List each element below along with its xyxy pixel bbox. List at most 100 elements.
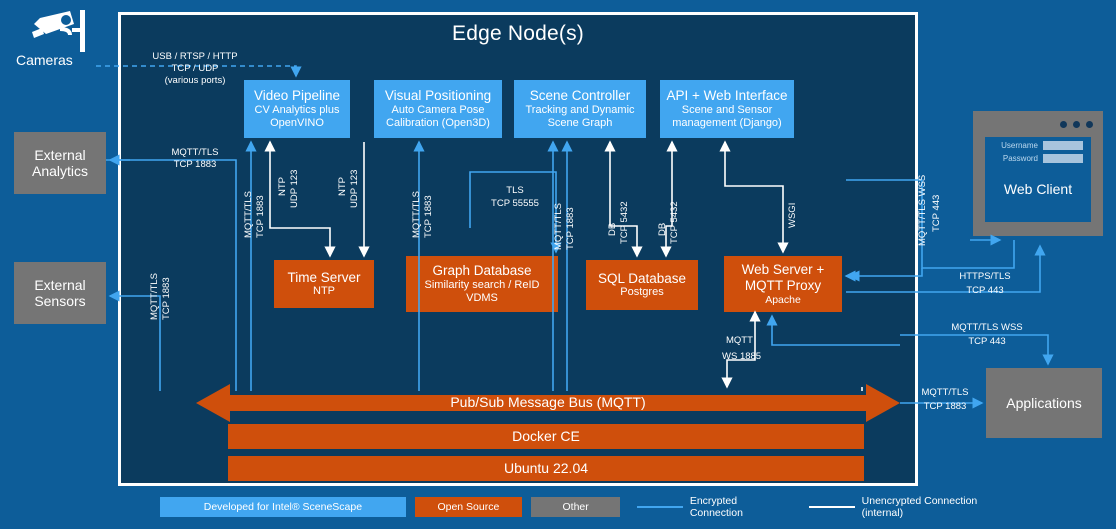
label-apps-wss-2: TCP 443: [968, 336, 1006, 347]
label-api-db-2: TCP 5432: [669, 201, 680, 244]
web-server-sub1: Apache: [765, 293, 801, 306]
label-apps-wss-1: MQTT/TLS WSS: [951, 322, 1023, 333]
service-sql-database[interactable]: SQL Database Postgres: [586, 260, 698, 310]
service-web-server-mqtt-proxy[interactable]: Web Server + MQTT Proxy Apache: [724, 256, 842, 312]
edge-node-title: Edge Node(s): [452, 22, 584, 45]
label-ext-sensors-2: TCP 1883: [161, 277, 172, 320]
time-server-sub1: NTP: [313, 285, 335, 298]
label-apps-mqtt-2: TCP 1883: [923, 401, 967, 412]
scene-controller-title: Scene Controller: [529, 88, 631, 104]
graph-database-sub2: VDMS: [466, 291, 498, 304]
legend-scenescape-chip: Developed for Intel® SceneScape: [160, 497, 406, 517]
label-vps-mqtt-2: TCP 1883: [423, 195, 434, 238]
label-cameras-ingest-1: USB / RTSP / HTTP: [152, 51, 238, 62]
video-pipeline-sub2: OpenVINO: [270, 116, 324, 129]
os-layer: Ubuntu 22.04: [228, 456, 864, 481]
service-scene-controller[interactable]: Scene Controller Tracking and Dynamic Sc…: [514, 80, 646, 138]
external-analytics-line2: Analytics: [31, 163, 89, 179]
window-dots-icon: [1060, 121, 1093, 128]
scene-controller-sub2: Scene Graph: [547, 116, 613, 129]
password-input[interactable]: [1043, 154, 1083, 163]
external-analytics[interactable]: External Analytics: [14, 132, 106, 194]
label-scene-db-1: DB: [607, 222, 618, 236]
service-visual-positioning[interactable]: Visual Positioning Auto Camera Pose Cali…: [374, 80, 502, 138]
service-api-web-interface[interactable]: API + Web Interface Scene and Sensor man…: [660, 80, 794, 138]
api-web-interface-sub1: Scene and Sensor: [681, 104, 773, 117]
message-bus-label: Pub/Sub Message Bus (MQTT): [450, 394, 646, 410]
legend-unencrypted: Unencrypted Connection (internal): [809, 495, 1020, 519]
web-client-label: Web Client: [1003, 181, 1073, 197]
legend-encrypted-label: Encrypted Connection: [689, 495, 743, 519]
visual-positioning-title: Visual Positioning: [384, 88, 492, 104]
visual-positioning-sub2: Calibration (Open3D): [386, 116, 490, 129]
web-server-title1: Web Server +: [741, 262, 825, 278]
label-video-mqtt-1: MQTT/TLS: [243, 191, 254, 238]
label-webclient-wss-2: TCP 443: [931, 194, 942, 232]
label-webserver-mqtt-2: WS 1885: [722, 351, 762, 362]
label-cameras-ingest-2: TCP / UDP: [171, 63, 219, 74]
password-row: Password: [991, 154, 1083, 163]
password-label: Password: [1002, 154, 1038, 163]
service-time-server[interactable]: Time Server NTP: [274, 260, 374, 308]
applications-label: Applications: [1006, 394, 1082, 411]
label-vps-ntp-1: NTP: [337, 177, 348, 196]
api-web-interface-title: API + Web Interface: [666, 88, 788, 104]
label-video-ntp-2: UDP 123: [289, 169, 300, 208]
label-graph-tls-2: TCP 55555: [491, 198, 539, 209]
label-webserver-mqtt-1: MQTT: [726, 335, 753, 346]
docker-label: Docker CE: [512, 428, 580, 445]
service-video-pipeline[interactable]: Video Pipeline CV Analytics plus OpenVIN…: [244, 80, 350, 138]
label-ext-sensors-1: MQTT/TLS: [149, 273, 160, 320]
external-sensors-line2: Sensors: [34, 293, 86, 309]
legend-encrypted: Encrypted Connection: [637, 495, 792, 519]
external-sensors[interactable]: External Sensors: [14, 262, 106, 324]
applications-box[interactable]: Applications: [986, 368, 1102, 438]
api-web-interface-sub2: management (Django): [672, 116, 782, 129]
docker-layer: Docker CE: [228, 424, 864, 449]
external-sensors-line1: External: [34, 276, 86, 293]
graph-database-title: Graph Database: [432, 263, 532, 279]
unencrypted-line-swatch: [809, 506, 855, 508]
web-client-viewport: Username Password Web Client: [985, 137, 1091, 222]
visual-positioning-sub1: Auto Camera Pose: [391, 104, 485, 117]
video-pipeline-title: Video Pipeline: [253, 88, 341, 104]
label-graph-tls-1: TLS: [506, 185, 524, 196]
label-ext-analytics-1: MQTT/TLS: [171, 147, 219, 158]
service-graph-database[interactable]: Graph Database Similarity search / ReID …: [406, 256, 558, 312]
label-cameras-ingest-3: (various ports): [164, 75, 226, 86]
scene-controller-sub1: Tracking and Dynamic: [525, 104, 635, 117]
time-server-title: Time Server: [287, 269, 361, 285]
os-label: Ubuntu 22.04: [503, 460, 589, 477]
cctv-camera-icon: [32, 10, 85, 52]
legend-other-chip: Other: [530, 497, 621, 517]
username-label: Username: [1001, 141, 1038, 150]
label-video-mqtt-2: TCP 1883: [255, 195, 266, 238]
label-webclient-https-2: TCP 443: [966, 285, 1004, 296]
label-apps-mqtt-1: MQTT/TLS: [921, 387, 969, 398]
web-server-title2: MQTT Proxy: [744, 277, 822, 293]
sql-database-sub1: Postgres: [620, 286, 664, 299]
graph-database-sub1: Similarity search / ReID: [424, 279, 540, 292]
label-vps-mqtt-1: MQTT/TLS: [411, 191, 422, 238]
label-scene-mqtt-2: TCP 1883: [565, 207, 576, 250]
legend-open-source-chip: Open Source: [414, 497, 522, 517]
cameras-label: Cameras: [16, 52, 73, 68]
video-pipeline-sub1: CV Analytics plus: [254, 104, 340, 117]
legend-unencrypted-label: Unencrypted Connection (internal): [861, 495, 978, 519]
label-scene-db-2: TCP 5432: [619, 201, 630, 244]
legend: Developed for Intel® SceneScape Open Sou…: [160, 495, 1020, 519]
pubsub-message-bus: Pub/Sub Message Bus (MQTT): [196, 384, 900, 422]
label-api-wsgi: WSGI: [787, 202, 798, 228]
external-analytics-line1: External: [34, 146, 86, 163]
username-input[interactable]: [1043, 141, 1083, 150]
label-scene-mqtt-1: MQTT/TLS: [553, 203, 564, 250]
label-ext-analytics-2: TCP 1883: [173, 159, 217, 170]
web-client-window[interactable]: Username Password Web Client: [973, 111, 1103, 236]
label-vps-ntp-2: UDP 123: [349, 169, 360, 208]
sql-database-title: SQL Database: [597, 270, 687, 286]
label-webclient-wss-1: MQTT/TLS WSS: [917, 174, 928, 246]
encrypted-line-swatch: [637, 506, 683, 508]
label-video-ntp-1: NTP: [277, 177, 288, 196]
